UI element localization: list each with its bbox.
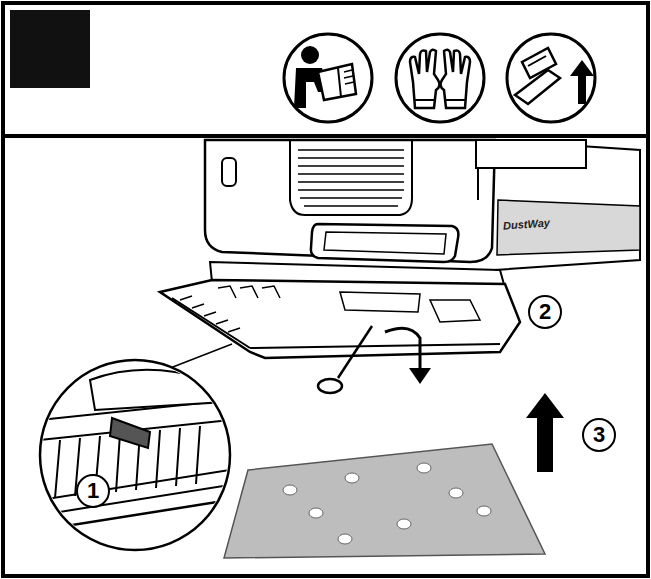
- gloves-icon: [396, 34, 484, 122]
- header-divider: [3, 134, 648, 138]
- step-2-arrow: [385, 328, 431, 384]
- step-block: [10, 10, 90, 88]
- sander-body: [205, 140, 640, 288]
- step-3-arrow: [526, 393, 564, 472]
- remove-battery-icon: [507, 34, 595, 122]
- callout-number: 2: [528, 295, 562, 329]
- callout-number: 1: [76, 474, 110, 508]
- clamp-detail-inset: [40, 344, 232, 550]
- frame: [3, 3, 648, 576]
- sandpaper-sheet: [224, 444, 545, 558]
- callout-number: 3: [582, 418, 616, 452]
- read-manual-icon: [284, 34, 372, 122]
- clamp-lever: [318, 326, 372, 393]
- base-plate: [160, 280, 520, 358]
